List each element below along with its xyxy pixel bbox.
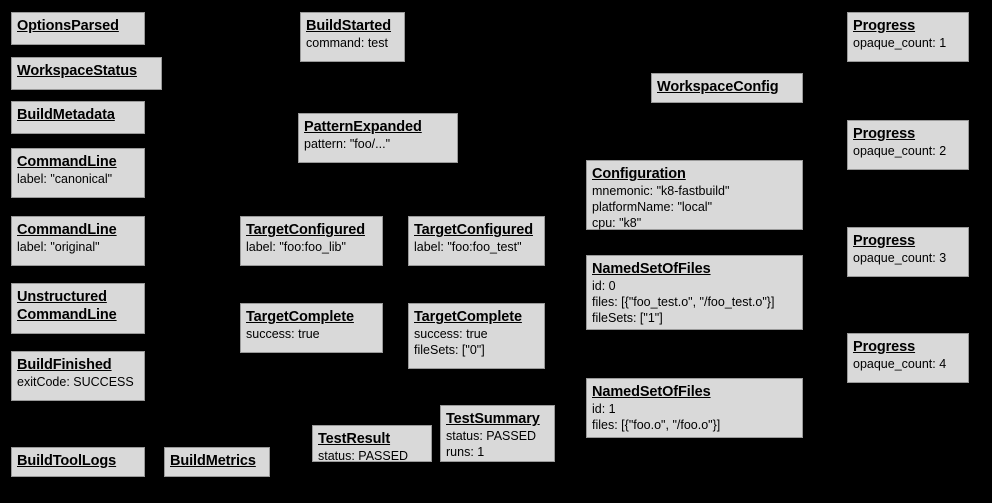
node-options-parsed[interactable]: OptionsParsed (11, 12, 145, 45)
node-field: status: PASSED (446, 429, 537, 443)
node-title: WorkspaceStatus (17, 63, 137, 79)
node-field: label: "canonical" (17, 172, 113, 186)
node-field: id: 0 (592, 279, 616, 293)
node-title: TargetComplete (246, 309, 354, 325)
node-title: BuildMetadata (17, 107, 115, 123)
node-field: opaque_count: 3 (853, 251, 947, 265)
node-fields: id: 0 files: [{"foo_test.o", "/foo_test.o… (592, 278, 797, 326)
node-target-complete-test[interactable]: TargetComplete success: true fileSets: ["0… (408, 303, 545, 369)
node-title: BuildToolLogs (17, 453, 117, 469)
node-title: TargetComplete (414, 309, 522, 325)
node-title: Progress (853, 233, 916, 249)
node-fields: label: "foo:foo_test" (414, 239, 539, 255)
node-fields: opaque_count: 2 (853, 143, 963, 159)
node-field: label: "foo:foo_test" (414, 240, 522, 254)
node-title: TargetConfigured (414, 222, 533, 238)
node-fields: opaque_count: 3 (853, 250, 963, 266)
node-build-metadata[interactable]: BuildMetadata (11, 101, 145, 134)
node-pattern-expanded[interactable]: PatternExpanded pattern: "foo/..." (298, 113, 458, 163)
node-field: success: true (414, 327, 488, 341)
node-field: pattern: "foo/..." (304, 137, 391, 151)
node-named-set-of-files-0[interactable]: NamedSetOfFiles id: 0 files: [{"foo_test.o… (586, 255, 803, 330)
node-field: id: 1 (592, 402, 616, 416)
node-target-configured-foo-lib[interactable]: TargetConfigured label: "foo:foo_lib" (240, 216, 383, 266)
node-title: Configuration (592, 166, 686, 182)
node-field: label: "foo:foo_lib" (246, 240, 346, 254)
node-progress-1[interactable]: Progress opaque_count: 1 (847, 12, 969, 62)
node-field: opaque_count: 1 (853, 36, 947, 50)
node-title: CommandLine (17, 222, 117, 238)
node-field: runs: 1 (446, 445, 485, 459)
node-title: Progress (853, 18, 916, 34)
node-field: opaque_count: 4 (853, 357, 947, 371)
node-named-set-of-files-1[interactable]: NamedSetOfFiles id: 1 files: [{"foo.o", "/… (586, 378, 803, 438)
node-field: cpu: "k8" (592, 216, 642, 230)
node-fields: mnemonic: "k8-fastbuild" platformName: "l… (592, 183, 797, 231)
node-title: TargetConfigured (246, 222, 365, 238)
node-title: BuildMetrics (170, 453, 256, 469)
node-title: OptionsParsed (17, 18, 119, 34)
node-build-tool-logs[interactable]: BuildToolLogs (11, 447, 145, 477)
node-build-finished[interactable]: BuildFinished exitCode: SUCCESS (11, 351, 145, 401)
node-build-started[interactable]: BuildStarted command: test (300, 12, 405, 62)
node-title: CommandLine (17, 154, 117, 170)
node-title: Unstructured CommandLine (17, 289, 117, 323)
node-fields: label: "foo:foo_lib" (246, 239, 377, 255)
node-fields: command: test (306, 35, 399, 51)
node-progress-2[interactable]: Progress opaque_count: 2 (847, 120, 969, 170)
node-fields: exitCode: SUCCESS (17, 374, 139, 390)
node-progress-3[interactable]: Progress opaque_count: 3 (847, 227, 969, 277)
node-title: WorkspaceConfig (657, 79, 779, 95)
node-title: BuildStarted (306, 18, 392, 34)
node-build-metrics[interactable]: BuildMetrics (164, 447, 270, 477)
node-field: success: true (246, 327, 320, 341)
node-fields: opaque_count: 4 (853, 356, 963, 372)
node-fields: id: 1 files: [{"foo.o", "/foo.o"}] (592, 401, 797, 433)
node-field: mnemonic: "k8-fastbuild" (592, 184, 730, 198)
node-field: status: PASSED (318, 449, 409, 463)
node-title: NamedSetOfFiles (592, 384, 711, 400)
node-fields: success: true fileSets: ["0"] (414, 326, 539, 358)
node-field: label: "original" (17, 240, 100, 254)
node-configuration[interactable]: Configuration mnemonic: "k8-fastbuild" pla… (586, 160, 803, 230)
node-title: Progress (853, 126, 916, 142)
node-fields: pattern: "foo/..." (304, 136, 452, 152)
node-field: fileSets: ["0"] (414, 343, 485, 357)
node-fields: status: PASSED (318, 448, 426, 464)
node-target-complete-lib[interactable]: TargetComplete success: true (240, 303, 383, 353)
node-unstructured-command-line[interactable]: Unstructured CommandLine (11, 283, 145, 334)
node-test-result[interactable]: TestResult status: PASSED (312, 425, 432, 464)
node-title: TestResult (318, 431, 391, 447)
node-title: PatternExpanded (304, 119, 422, 135)
node-command-line-canonical[interactable]: CommandLine label: "canonical" (11, 148, 145, 198)
node-field: files: [{"foo.o", "/foo.o"}] (592, 418, 721, 432)
node-target-configured-foo-test[interactable]: TargetConfigured label: "foo:foo_test" (408, 216, 545, 266)
node-test-summary[interactable]: TestSummary status: PASSED runs: 1 (440, 405, 555, 462)
node-field: files: [{"foo_test.o", "/foo_test.o"}] (592, 295, 775, 309)
node-field: command: test (306, 36, 388, 50)
node-command-line-original[interactable]: CommandLine label: "original" (11, 216, 145, 266)
node-field: platformName: "local" (592, 200, 713, 214)
node-fields: opaque_count: 1 (853, 35, 963, 51)
node-fields: status: PASSED runs: 1 (446, 428, 549, 460)
node-fields: success: true (246, 326, 377, 342)
node-field: exitCode: SUCCESS (17, 375, 134, 389)
node-title: NamedSetOfFiles (592, 261, 711, 277)
node-title: BuildFinished (17, 357, 112, 373)
node-title: TestSummary (446, 411, 540, 427)
node-fields: label: "original" (17, 239, 139, 255)
node-progress-4[interactable]: Progress opaque_count: 4 (847, 333, 969, 383)
node-workspace-status[interactable]: WorkspaceStatus (11, 57, 162, 90)
node-field: opaque_count: 2 (853, 144, 947, 158)
node-workspace-config[interactable]: WorkspaceConfig (651, 73, 803, 103)
node-field: fileSets: ["1"] (592, 311, 663, 325)
node-title: Progress (853, 339, 916, 355)
node-fields: label: "canonical" (17, 171, 139, 187)
